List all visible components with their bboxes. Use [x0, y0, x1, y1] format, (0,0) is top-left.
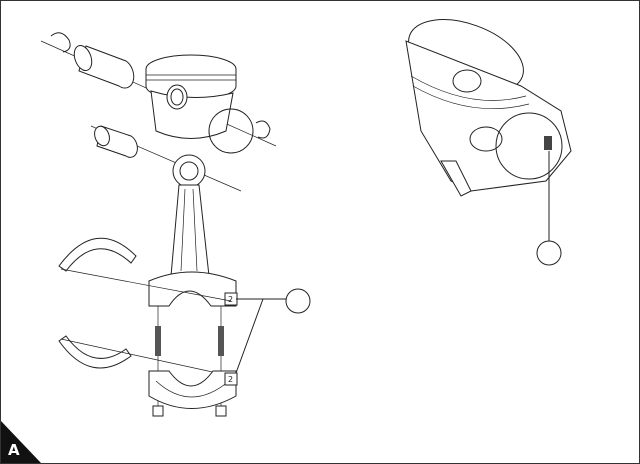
connecting-rod-cap: 2 [148, 370, 238, 409]
callout-circle [285, 288, 311, 314]
upper-bearing-shell [58, 237, 137, 272]
left-circlip [50, 32, 71, 53]
piston-detail-view [405, 19, 572, 266]
detail-circle [208, 108, 254, 154]
piston [145, 54, 254, 154]
corner-tab [1, 421, 41, 463]
piston-pin [78, 45, 135, 89]
callout-circle-piston [536, 240, 562, 266]
cap-mark-upper: 2 [228, 295, 233, 304]
cap-mark-lower: 2 [228, 375, 233, 384]
connecting-rod: 2 [148, 154, 238, 307]
bearing-shells [58, 237, 232, 377]
right-circlip [255, 120, 271, 139]
callout-cap-marks [235, 288, 311, 374]
orientation-mark [544, 136, 552, 150]
figure-label: A [8, 441, 20, 459]
small-end-bushing [90, 125, 242, 192]
lower-bearing-shell [58, 335, 132, 369]
detail-circle-piston [495, 112, 563, 180]
